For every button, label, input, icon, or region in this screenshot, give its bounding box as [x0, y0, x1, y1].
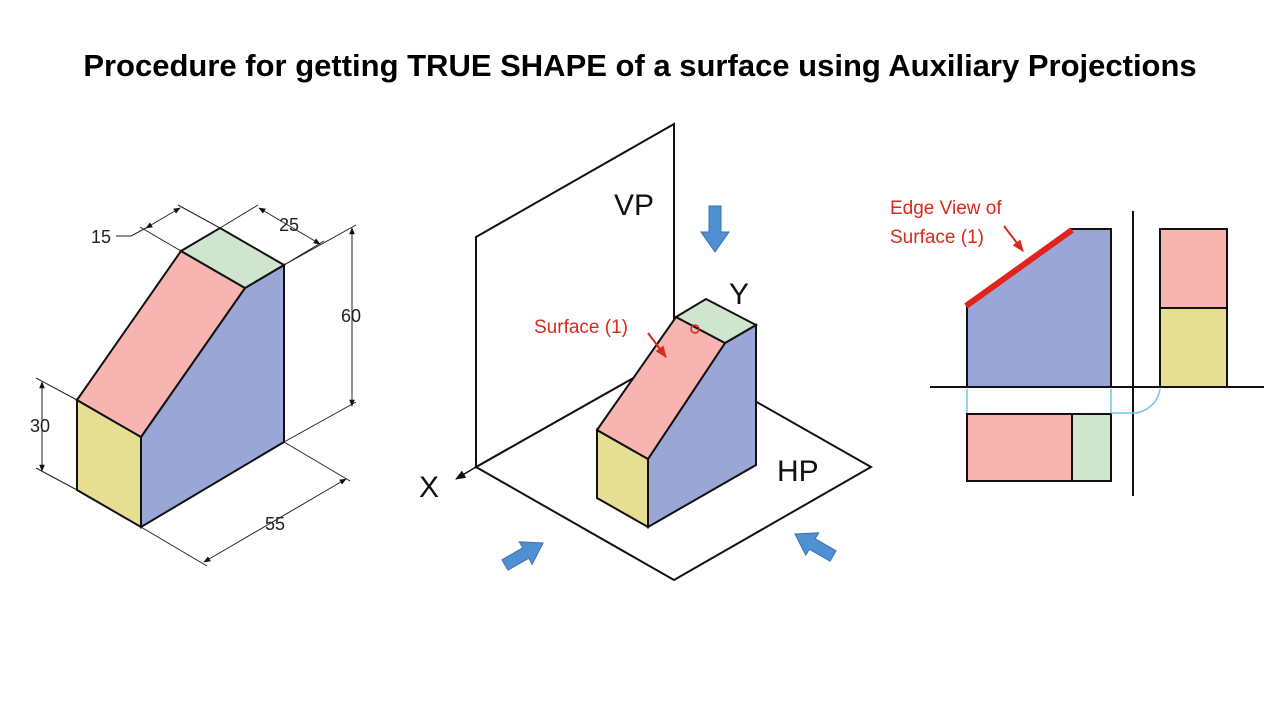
dim-top-depth-label: 25: [279, 215, 299, 235]
surface-label: Surface (1): [534, 317, 628, 338]
edge-view-line: [964, 227, 1074, 309]
center-top-face: [673, 297, 759, 345]
view-arrow-front: [501, 541, 544, 571]
orthographic-views: Edge View of Surface (1): [890, 198, 1264, 496]
x-label: X: [419, 471, 439, 504]
edge-view-label-line2: Surface (1): [890, 227, 984, 248]
edge-view-label-line1: Edge View of: [890, 198, 1002, 219]
vp-label: VP: [614, 189, 654, 222]
center-block: [595, 297, 759, 529]
slide-title: Procedure for getting TRUE SHAPE of a su…: [83, 48, 1197, 83]
dim-height-label: 60: [341, 306, 361, 326]
dim-length-label: 55: [265, 514, 285, 534]
iso-dimensions: [35, 204, 357, 567]
surface-marker-dot: [690, 324, 700, 334]
top-view-flat: [1071, 413, 1112, 482]
side-view-inclined: [1159, 228, 1228, 309]
view-arrow-top: [700, 205, 730, 253]
view-arrow-side: [794, 532, 837, 562]
dim-low-height-label: 30: [30, 416, 50, 436]
projector-lines: [966, 388, 1161, 414]
top-view-inclined: [966, 413, 1073, 482]
surface-leader-arrow: [647, 332, 667, 358]
hp-label: HP: [777, 455, 819, 488]
xy-line-extension: [455, 466, 477, 480]
edge-view-leader-arrow: [1003, 225, 1024, 252]
dim-top-width-label: 15: [91, 227, 111, 247]
side-view-front: [1159, 307, 1228, 388]
isometric-block: [75, 226, 286, 529]
y-label: Y: [729, 278, 749, 311]
